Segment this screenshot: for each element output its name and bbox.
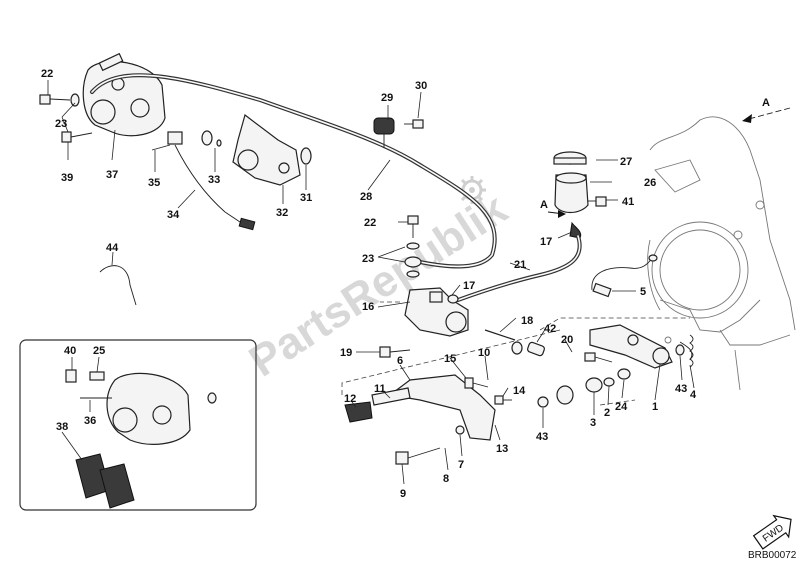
assembly-dashed-lines (341, 301, 690, 406)
label-23a: 23 (55, 118, 67, 130)
label-20: 20 (561, 334, 573, 346)
label-42: 42 (544, 323, 556, 335)
label-22a: 22 (41, 68, 53, 80)
label-5: 5 (640, 286, 646, 298)
label-15: 15 (444, 353, 456, 365)
drawing-code: BRB00072 (748, 550, 797, 561)
label-35: 35 (148, 177, 160, 189)
label-1: 1 (652, 401, 658, 413)
label-17b: 17 (463, 280, 475, 292)
label-28: 28 (360, 191, 372, 203)
rear-caliper (82, 52, 166, 137)
label-37: 37 (106, 169, 118, 181)
label-23b: 23 (362, 253, 374, 265)
bolts-top-left (39, 93, 312, 165)
label-33: 33 (208, 174, 220, 186)
brake-hose-main (90, 73, 497, 269)
label-9: 9 (400, 488, 406, 500)
hose-clamp-44 (99, 265, 137, 306)
bolt-19 (379, 346, 411, 358)
leader-lines (47, 80, 695, 485)
label-25: 25 (93, 345, 105, 357)
callout-labels: 22 23 39 37 35 33 34 32 31 28 29 30 22 2… (41, 68, 697, 500)
label-8: 8 (443, 473, 449, 485)
return-spring (689, 334, 694, 368)
label-21: 21 (514, 259, 526, 271)
label-43b: 43 (536, 431, 548, 443)
label-38: 38 (56, 421, 68, 433)
label-12: 12 (344, 393, 356, 405)
label-36: 36 (84, 415, 96, 427)
caliper-bracket (232, 113, 301, 186)
push-rod (484, 329, 545, 357)
label-7: 7 (458, 459, 464, 471)
label-27: 27 (620, 156, 632, 168)
brake-fluid-reservoir (553, 151, 607, 239)
hose-clip (373, 117, 424, 148)
speed-sensor (151, 131, 256, 231)
label-22b: 22 (364, 217, 376, 229)
view-arrow-head (558, 210, 566, 218)
label-39: 39 (61, 172, 73, 184)
label-13: 13 (496, 443, 508, 455)
label-3: 3 (590, 417, 596, 429)
label-17a: 17 (540, 236, 552, 248)
label-26: 26 (644, 177, 656, 189)
master-cylinder (404, 287, 469, 337)
view-arrow-label-top: A (762, 97, 770, 109)
label-24: 24 (615, 401, 628, 413)
reservoir-hose (456, 234, 582, 302)
engine-outline (647, 116, 796, 391)
label-32: 32 (276, 207, 288, 219)
label-18: 18 (521, 315, 533, 327)
label-30: 30 (415, 80, 427, 92)
label-6: 6 (397, 355, 403, 367)
fwd-arrow-icon: FWD (752, 514, 792, 550)
label-41: 41 (622, 196, 634, 208)
label-34: 34 (167, 209, 180, 221)
label-14: 14 (513, 385, 526, 397)
label-4: 4 (690, 389, 697, 401)
brake-pedal-lever (537, 324, 694, 408)
banjo-fitting-center (404, 215, 422, 278)
brake-light-switch (591, 254, 658, 298)
footpeg-bracket (344, 374, 512, 465)
label-31: 31 (300, 192, 312, 204)
label-2: 2 (604, 407, 610, 419)
label-10: 10 (478, 347, 490, 359)
label-16: 16 (362, 301, 374, 313)
label-11: 11 (374, 383, 386, 395)
label-43a: 43 (675, 383, 687, 395)
label-40: 40 (64, 345, 76, 357)
view-arrow-a: A (742, 97, 791, 123)
label-29: 29 (381, 92, 393, 104)
caliper-inset (19, 339, 257, 511)
view-arrow-label-reservoir: A (540, 199, 548, 211)
label-19: 19 (340, 347, 352, 359)
label-44: 44 (106, 242, 119, 254)
